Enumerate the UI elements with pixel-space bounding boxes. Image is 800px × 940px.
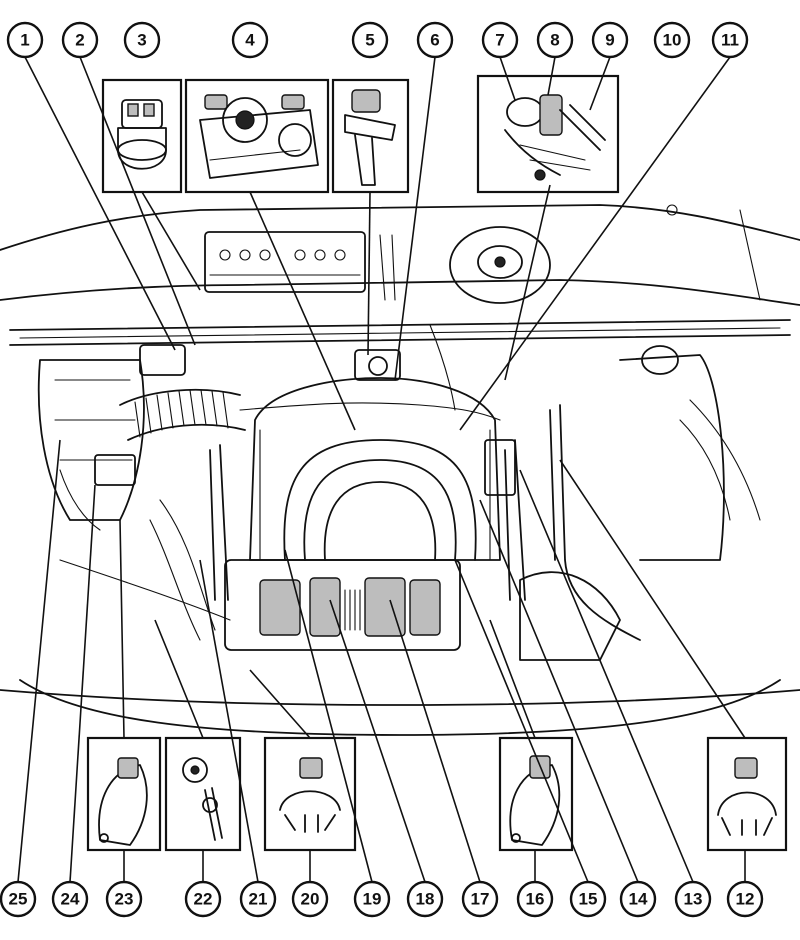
svg-text:12: 12 [736, 890, 755, 909]
callout-21: 21 [239, 880, 277, 918]
leader-20 [249, 669, 311, 882]
callout-6: 6 [416, 21, 454, 59]
callout-1: 1 [6, 21, 44, 59]
svg-text:10: 10 [663, 31, 682, 50]
leader-25 [17, 439, 61, 883]
callout-15: 15 [569, 880, 607, 918]
leader-22 [154, 619, 204, 882]
leader-19 [284, 549, 373, 883]
svg-text:24: 24 [61, 890, 80, 909]
callout-numbers: 1 2 3 4 5 6 7 8 9 10 11 25 24 23 22 21 2… [0, 21, 764, 918]
leader-24 [69, 484, 96, 883]
callout-12: 12 [726, 880, 764, 918]
svg-text:25: 25 [9, 890, 28, 909]
svg-text:5: 5 [365, 31, 374, 50]
leader-4 [249, 191, 356, 431]
svg-text:7: 7 [495, 31, 504, 50]
leader-12 [559, 459, 746, 882]
callout-19: 19 [353, 880, 391, 918]
callout-10: 10 [653, 21, 691, 59]
inset-3 [101, 78, 183, 194]
svg-text:22: 22 [194, 890, 213, 909]
callout-5: 5 [351, 21, 389, 59]
callout-16: 16 [516, 880, 554, 918]
inset-20 [263, 736, 357, 852]
callout-9: 9 [591, 21, 629, 59]
leader-15 [454, 559, 589, 883]
leader-17 [389, 599, 481, 883]
leader-9b [504, 184, 551, 381]
svg-text:19: 19 [363, 890, 382, 909]
leader-1 [24, 56, 176, 351]
leader-6 [394, 56, 436, 381]
callout-13: 13 [674, 880, 712, 918]
callout-18: 18 [406, 880, 444, 918]
callout-2: 2 [61, 21, 99, 59]
svg-text:15: 15 [579, 890, 598, 909]
inset-5 [331, 78, 410, 194]
leader-8 [547, 56, 556, 96]
callout-22: 22 [184, 880, 222, 918]
inset-22 [164, 736, 242, 852]
callout-8: 8 [536, 21, 574, 59]
svg-text:13: 13 [684, 890, 703, 909]
callout-3: 3 [123, 21, 161, 59]
callout-23: 23 [105, 880, 143, 918]
svg-text:11: 11 [721, 31, 739, 50]
leader-16 [489, 619, 536, 882]
callout-11: 11 [711, 21, 749, 59]
callout-4: 4 [231, 21, 269, 59]
leader-11 [459, 56, 731, 431]
leader-13 [519, 469, 694, 883]
inset-12 [706, 736, 788, 852]
callout-20: 20 [291, 880, 329, 918]
leader-14 [479, 499, 639, 883]
svg-text:20: 20 [301, 890, 320, 909]
leader-2 [79, 56, 196, 346]
callout-25: 25 [0, 880, 37, 918]
svg-text:2: 2 [75, 31, 84, 50]
callout-14: 14 [619, 880, 657, 918]
svg-text:8: 8 [550, 31, 559, 50]
inset-23 [86, 736, 162, 852]
svg-text:17: 17 [471, 890, 490, 909]
callout-17: 17 [461, 880, 499, 918]
leader-7 [499, 56, 516, 101]
leader-21 [199, 559, 259, 883]
svg-text:6: 6 [430, 31, 439, 50]
inset-4 [184, 78, 330, 194]
svg-text:23: 23 [115, 890, 134, 909]
svg-text:18: 18 [416, 890, 435, 909]
leader-18 [329, 599, 426, 883]
leader-3 [141, 191, 201, 291]
svg-text:21: 21 [249, 890, 268, 909]
leader-23 [119, 519, 125, 882]
svg-text:1: 1 [20, 31, 29, 50]
svg-text:9: 9 [605, 31, 614, 50]
engine-bay-illustration [0, 204, 800, 736]
svg-text:3: 3 [137, 31, 146, 50]
leader-9 [589, 56, 611, 111]
svg-text:4: 4 [245, 31, 255, 50]
svg-text:16: 16 [526, 890, 545, 909]
leader-lines [17, 56, 746, 883]
leader-5 [367, 191, 371, 356]
callout-24: 24 [51, 880, 89, 918]
callout-7: 7 [481, 21, 519, 59]
svg-text:14: 14 [629, 890, 648, 909]
